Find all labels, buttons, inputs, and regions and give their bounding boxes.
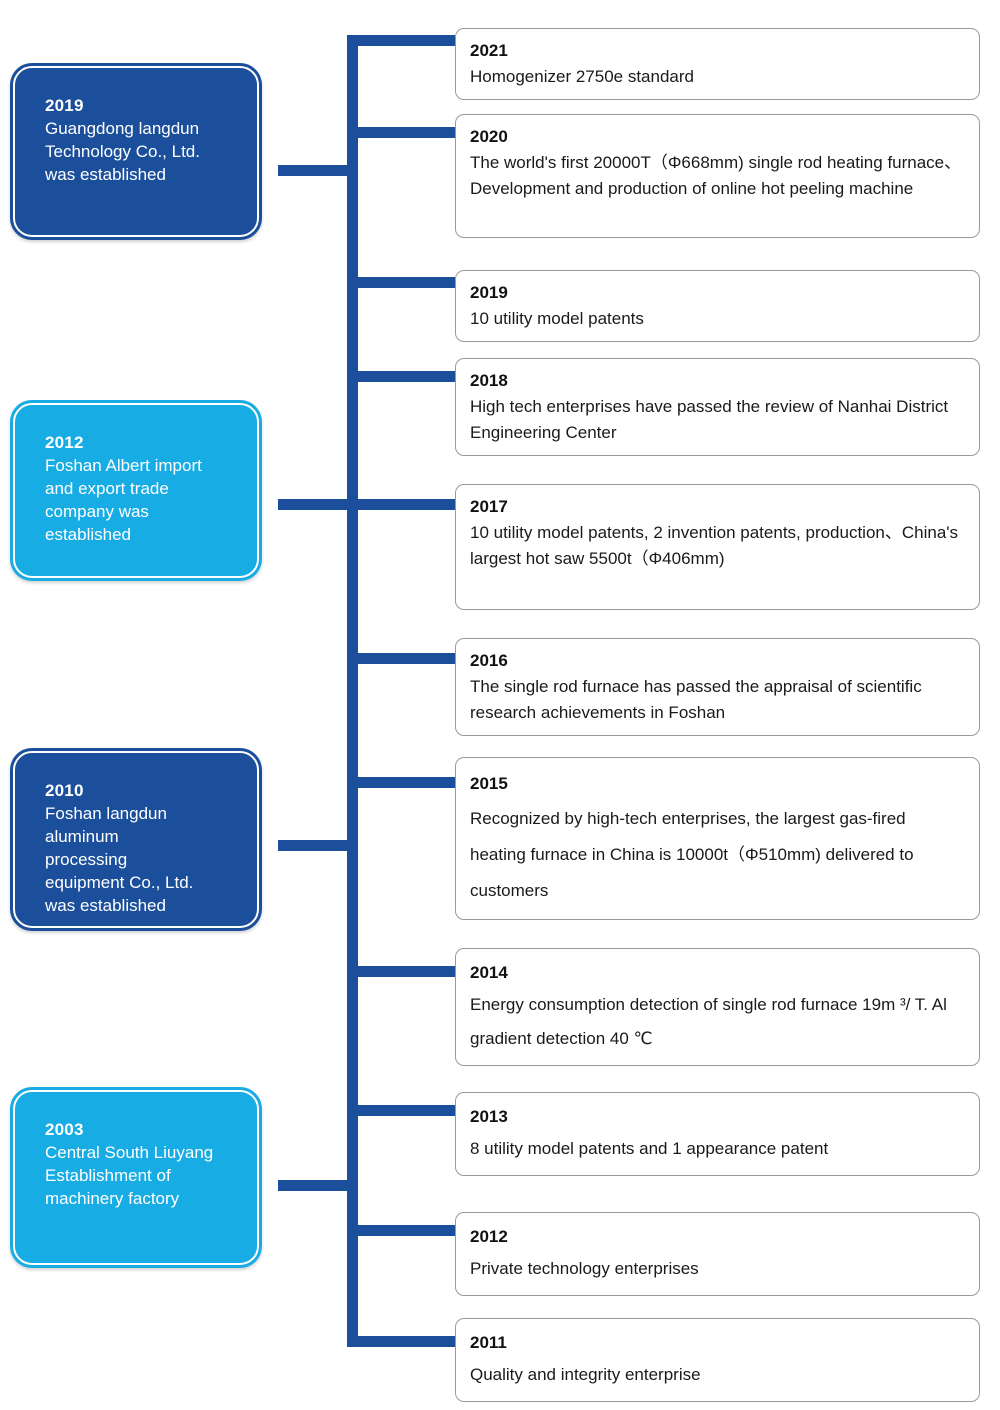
milestone-text-2019: Guangdong langdun Technology Co., Ltd. w… [45, 119, 200, 184]
connector-arm-milestone-2010 [278, 840, 353, 851]
connector-arm-2018 [347, 371, 455, 382]
milestone-text-2010: Foshan langdun aluminum processing equip… [45, 804, 194, 915]
milestone-inner-2019: 2019 Guangdong langdun Technology Co., L… [13, 66, 259, 237]
event-card-2017[interactable]: 2017 10 utility model patents, 2 inventi… [455, 484, 980, 610]
connector-arm-2012 [347, 1225, 455, 1236]
milestone-text-2012: Foshan Albert import and export trade co… [45, 456, 202, 544]
event-card-2016[interactable]: 2016 The single rod furnace has passed t… [455, 638, 980, 736]
connector-arm-2019 [347, 277, 455, 288]
milestone-text-2003: Central South Liuyang Establishment of m… [45, 1143, 214, 1208]
event-year-2019: 2019 [470, 283, 508, 302]
event-text-2016: The single rod furnace has passed the ap… [470, 677, 922, 722]
event-text-2015: Recognized by high-tech enterprises, the… [470, 809, 914, 900]
event-text-2013: 8 utility model patents and 1 appearance… [470, 1139, 829, 1158]
connector-arm-milestone-2003 [278, 1180, 353, 1191]
connector-arm-2021 [347, 35, 455, 46]
connector-arm-2015 [347, 777, 455, 788]
connector-arm-2013 [347, 1105, 455, 1116]
milestone-year-2003: 2003 [45, 1120, 84, 1139]
event-year-2016: 2016 [470, 651, 508, 670]
milestone-inner-2012: 2012 Foshan Albert import and export tra… [13, 403, 259, 578]
connector-arm-2016 [347, 653, 455, 664]
event-text-2020: The world's first 20000T（Φ668mm) single … [470, 153, 962, 198]
event-year-2013: 2013 [470, 1107, 508, 1126]
event-text-2012: Private technology enterprises [470, 1259, 699, 1278]
event-year-2021: 2021 [470, 41, 508, 60]
event-year-2014: 2014 [470, 963, 508, 982]
event-card-2013[interactable]: 2013 8 utility model patents and 1 appea… [455, 1092, 980, 1176]
event-text-2017: 10 utility model patents, 2 invention pa… [470, 523, 959, 568]
milestone-inner-2010: 2010 Foshan langdun aluminum processing … [13, 751, 259, 928]
event-text-2011: Quality and integrity enterprise [470, 1365, 701, 1384]
milestone-year-2010: 2010 [45, 781, 84, 800]
milestone-inner-2003: 2003 Central South Liuyang Establishment… [13, 1090, 259, 1265]
event-text-2021: Homogenizer 2750e standard [470, 67, 694, 86]
event-year-2018: 2018 [470, 371, 508, 390]
event-year-2011: 2011 [470, 1333, 507, 1352]
event-card-2014[interactable]: 2014 Energy consumption detection of sin… [455, 948, 980, 1066]
connector-arm-milestone-2019 [278, 165, 353, 176]
milestone-box-2010[interactable]: 2010 Foshan langdun aluminum processing … [10, 748, 262, 931]
event-card-2021[interactable]: 2021 Homogenizer 2750e standard [455, 28, 980, 100]
timeline-spine [347, 35, 358, 1347]
milestone-year-2019: 2019 [45, 96, 84, 115]
event-year-2020: 2020 [470, 127, 508, 146]
event-card-2019[interactable]: 2019 10 utility model patents [455, 270, 980, 342]
event-text-2018: High tech enterprises have passed the re… [470, 397, 949, 442]
event-year-2015: 2015 [470, 774, 508, 793]
event-card-2015[interactable]: 2015 Recognized by high-tech enterprises… [455, 757, 980, 920]
milestone-box-2019[interactable]: 2019 Guangdong langdun Technology Co., L… [10, 63, 262, 240]
connector-arm-2011 [347, 1336, 455, 1347]
event-text-2014: Energy consumption detection of single r… [470, 995, 947, 1048]
event-year-2017: 2017 [470, 497, 508, 516]
event-card-2018[interactable]: 2018 High tech enterprises have passed t… [455, 358, 980, 456]
event-card-2011[interactable]: 2011 Quality and integrity enterprise [455, 1318, 980, 1402]
event-card-2020[interactable]: 2020 The world's first 20000T（Φ668mm) si… [455, 114, 980, 238]
event-year-2012: 2012 [470, 1227, 508, 1246]
event-text-2019: 10 utility model patents [470, 309, 644, 328]
connector-arm-2014 [347, 966, 455, 977]
connector-arm-2017 [347, 499, 455, 510]
connector-arm-milestone-2012 [278, 499, 353, 510]
event-card-2012[interactable]: 2012 Private technology enterprises [455, 1212, 980, 1296]
milestone-box-2003[interactable]: 2003 Central South Liuyang Establishment… [10, 1087, 262, 1268]
milestone-box-2012[interactable]: 2012 Foshan Albert import and export tra… [10, 400, 262, 581]
connector-arm-2020 [347, 127, 455, 138]
milestone-year-2012: 2012 [45, 433, 84, 452]
